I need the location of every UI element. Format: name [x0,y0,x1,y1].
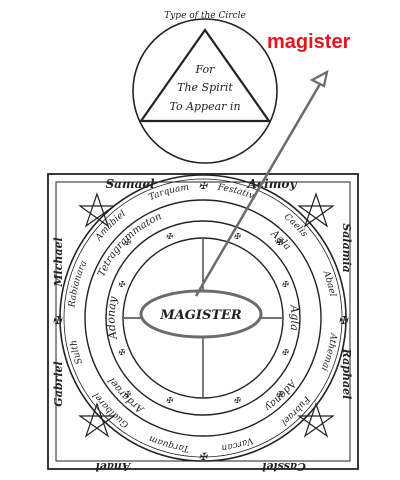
ring-cross-mark: ✠ [276,390,284,399]
corner-name-left-lower: Gabriel [52,361,65,406]
diagram-title: Type of the Circle [164,11,246,21]
ring-1 [59,174,347,462]
pentagram-top-right [297,192,335,228]
triangle-line-1: For [195,63,216,76]
outer-frame [47,173,359,470]
corner-name-right-lower: Raphael [340,348,353,400]
center-ellipse [139,289,263,339]
cross-glyph-top: ✠ [199,181,209,192]
corner-name-bottom-right: Cassiel [262,460,306,473]
ring-cross-mark: ✠ [234,396,242,405]
ring-cross-mark: ✠ [118,348,126,357]
ring-cross-mark: ✠ [124,390,132,399]
triangle-line-3: To Appear in [169,100,240,113]
ring-cross-mark: ✠ [281,280,289,289]
cross-marks-group: ✠ ✠ ✠ ✠ ✠ ✠ ✠ ✠ ✠ ✠ ✠ ✠ [118,232,290,405]
ring-cross-mark: ✠ [118,280,126,289]
spirit-circle [132,18,278,164]
ring-3 [84,199,322,437]
spirit-triangle [138,28,272,123]
outer-ring-word: Varcan [220,435,254,453]
cross-glyph-bottom: ✠ [199,452,209,463]
annotation-label: magister [267,31,351,53]
center-label: MAGISTER [159,308,242,323]
annotation-arrow-line [194,83,322,297]
pentagram-top-left [78,192,116,228]
corner-name-right-upper: Salamia [340,223,353,272]
corner-name-bottom-left: Anael [96,460,132,473]
ring-cross-mark: ✠ [281,348,289,357]
pentagram-bottom-right [297,402,335,438]
ring-cross-mark: ✠ [124,238,132,247]
outer-ring-word: Athemai [319,332,339,373]
pentagram-bottom-left [78,402,116,438]
ring-4 [105,220,301,416]
ring-5 [122,237,284,399]
ring-2 [63,178,343,458]
triangle-line-2: The Spirit [177,81,233,94]
inner-ring-word: Adonay [104,295,120,342]
corner-name-left-upper: Michael [52,237,65,287]
ring-cross-mark: ✠ [166,396,174,405]
inner-ring-word: Agla [288,303,302,331]
cross-glyph-left: ✠ [52,314,63,327]
ring-cross-mark: ✠ [276,238,284,247]
corner-name-top-left: Samael [105,177,155,191]
ring-cross-mark: ✠ [234,232,242,241]
outer-ring-word: Tarquam [148,433,190,453]
cross-glyph-right: ✠ [338,314,349,327]
annotation-arrow-head [309,69,329,88]
ring-cross-mark: ✠ [166,232,174,241]
